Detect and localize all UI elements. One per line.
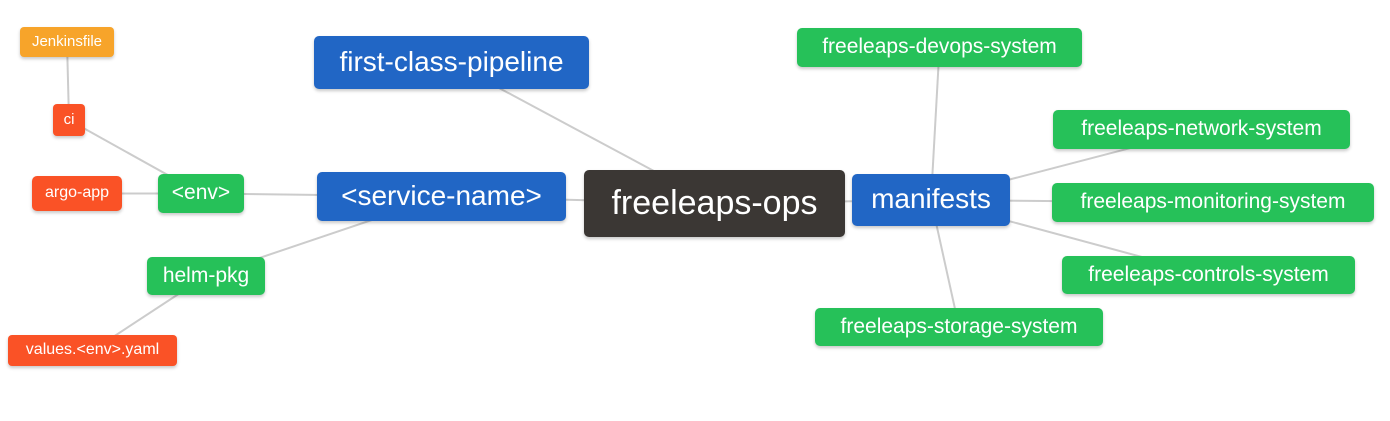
- node-freeleaps-ops[interactable]: freeleaps-ops: [584, 170, 845, 237]
- node-ci[interactable]: ci: [53, 104, 85, 136]
- node-argo-app[interactable]: argo-app: [32, 176, 122, 211]
- node-freeleaps-devops-system[interactable]: freeleaps-devops-system: [797, 28, 1082, 67]
- node-freeleaps-storage-system[interactable]: freeleaps-storage-system: [815, 308, 1103, 346]
- node-jenkinsfile[interactable]: Jenkinsfile: [20, 27, 114, 57]
- node-env[interactable]: <env>: [158, 174, 244, 213]
- node-freeleaps-monitoring-system[interactable]: freeleaps-monitoring-system: [1052, 183, 1374, 222]
- node-manifests[interactable]: manifests: [852, 174, 1010, 226]
- node-service-name[interactable]: <service-name>: [317, 172, 566, 221]
- node-freeleaps-network-system[interactable]: freeleaps-network-system: [1053, 110, 1350, 149]
- node-first-class-pipeline[interactable]: first-class-pipeline: [314, 36, 589, 89]
- node-freeleaps-controls-system[interactable]: freeleaps-controls-system: [1062, 256, 1355, 294]
- node-values-env-yaml[interactable]: values.<env>.yaml: [8, 335, 177, 366]
- node-helm-pkg[interactable]: helm-pkg: [147, 257, 265, 295]
